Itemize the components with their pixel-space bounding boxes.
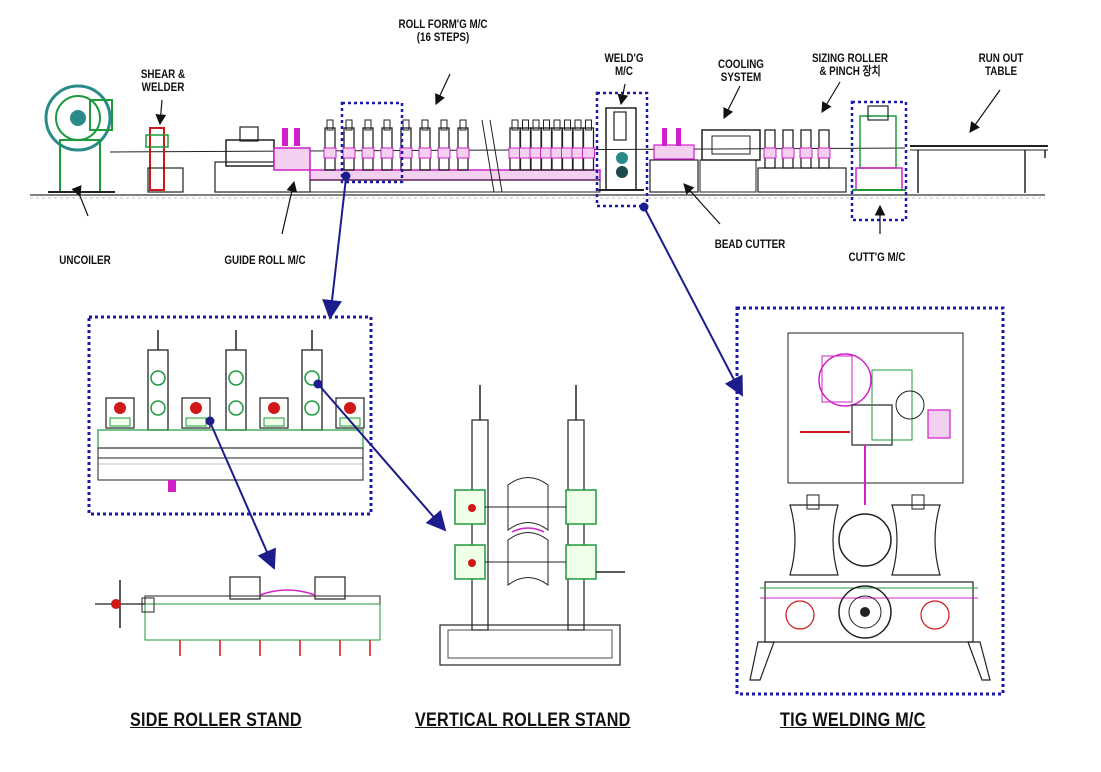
forming-stand <box>550 119 564 171</box>
forming-stand <box>529 119 543 171</box>
uncoiler-machine <box>44 84 115 193</box>
forming-stand <box>437 119 451 171</box>
shear-welder-label: SHEAR & WELDER <box>140 67 186 94</box>
detail-connectors <box>205 171 743 570</box>
side-roll-detail <box>181 397 211 429</box>
forming-stand <box>342 119 356 171</box>
cooling-machine <box>699 129 761 193</box>
label-arrows <box>71 73 1001 235</box>
guide-roll-label: GUIDE ROLL M/C <box>224 253 306 267</box>
vertical-stand-detail <box>225 330 247 431</box>
welding-machine <box>598 107 644 191</box>
cooling-label: COOLING SYSTEM <box>718 57 764 84</box>
vertical-roller-stand-drawing <box>439 385 625 666</box>
forming-stand <box>540 119 553 171</box>
tig-welding-drawing <box>749 332 991 681</box>
sizing-stand <box>817 129 831 169</box>
tig-welding-caption: TIG WELDING M/C <box>780 710 926 731</box>
uncoiler-label: UNCOILER <box>59 253 111 267</box>
forming-stand <box>418 119 432 171</box>
cutting-highlight-box <box>850 100 908 222</box>
bead-cutter-label: BEAD CUTTER <box>714 237 786 251</box>
side-roller-caption: SIDE ROLLER STAND <box>130 710 302 731</box>
run-out-table <box>910 145 1048 193</box>
side-roll-detail <box>335 397 365 429</box>
forming-stand <box>561 119 574 171</box>
production-line <box>30 84 1048 222</box>
forming-stand <box>508 119 522 171</box>
side-roll-detail <box>259 397 289 429</box>
sizing-stand <box>763 129 777 169</box>
run-out-label: RUN OUT TABLE <box>978 51 1024 78</box>
side-roller-detail-box <box>87 315 373 516</box>
vertical-stand-detail <box>147 330 169 431</box>
bead-cutter-machine <box>649 128 699 193</box>
forming-stand <box>380 119 394 171</box>
side-roll-detail <box>105 397 135 429</box>
roll-forming-machine <box>309 119 601 193</box>
welding-mc-label: WELD'G M/C <box>604 51 644 78</box>
sizing-label: SIZING ROLLER & PINCH 장치 <box>811 51 888 78</box>
sizing-roller-machine <box>757 129 847 193</box>
forming-stand <box>323 119 337 171</box>
sizing-stand <box>799 129 813 169</box>
forming-stands-drawing <box>97 330 365 492</box>
vertical-roller-caption: VERTICAL ROLLER STAND <box>415 710 631 731</box>
side-roller-stand-drawing <box>95 576 381 656</box>
tig-welding-detail-box <box>735 306 1005 696</box>
forming-stand <box>571 119 585 171</box>
forming-stand <box>456 119 470 171</box>
shear-welder-machine <box>145 127 184 193</box>
cutting-label: CUTT'G M/C <box>848 250 906 264</box>
forming-stand <box>582 119 595 171</box>
roll-forming-label: ROLL FORM'G M/C (16 STEPS) <box>398 17 488 44</box>
cutting-machine <box>852 105 906 191</box>
welding-highlight-box <box>595 91 649 208</box>
forming-stand <box>399 119 413 171</box>
guide-roll-machine <box>214 126 311 193</box>
sizing-stand <box>781 129 795 169</box>
forming-stand <box>519 119 532 171</box>
roll-stand-highlight-box <box>340 101 404 184</box>
forming-stand <box>361 119 375 171</box>
